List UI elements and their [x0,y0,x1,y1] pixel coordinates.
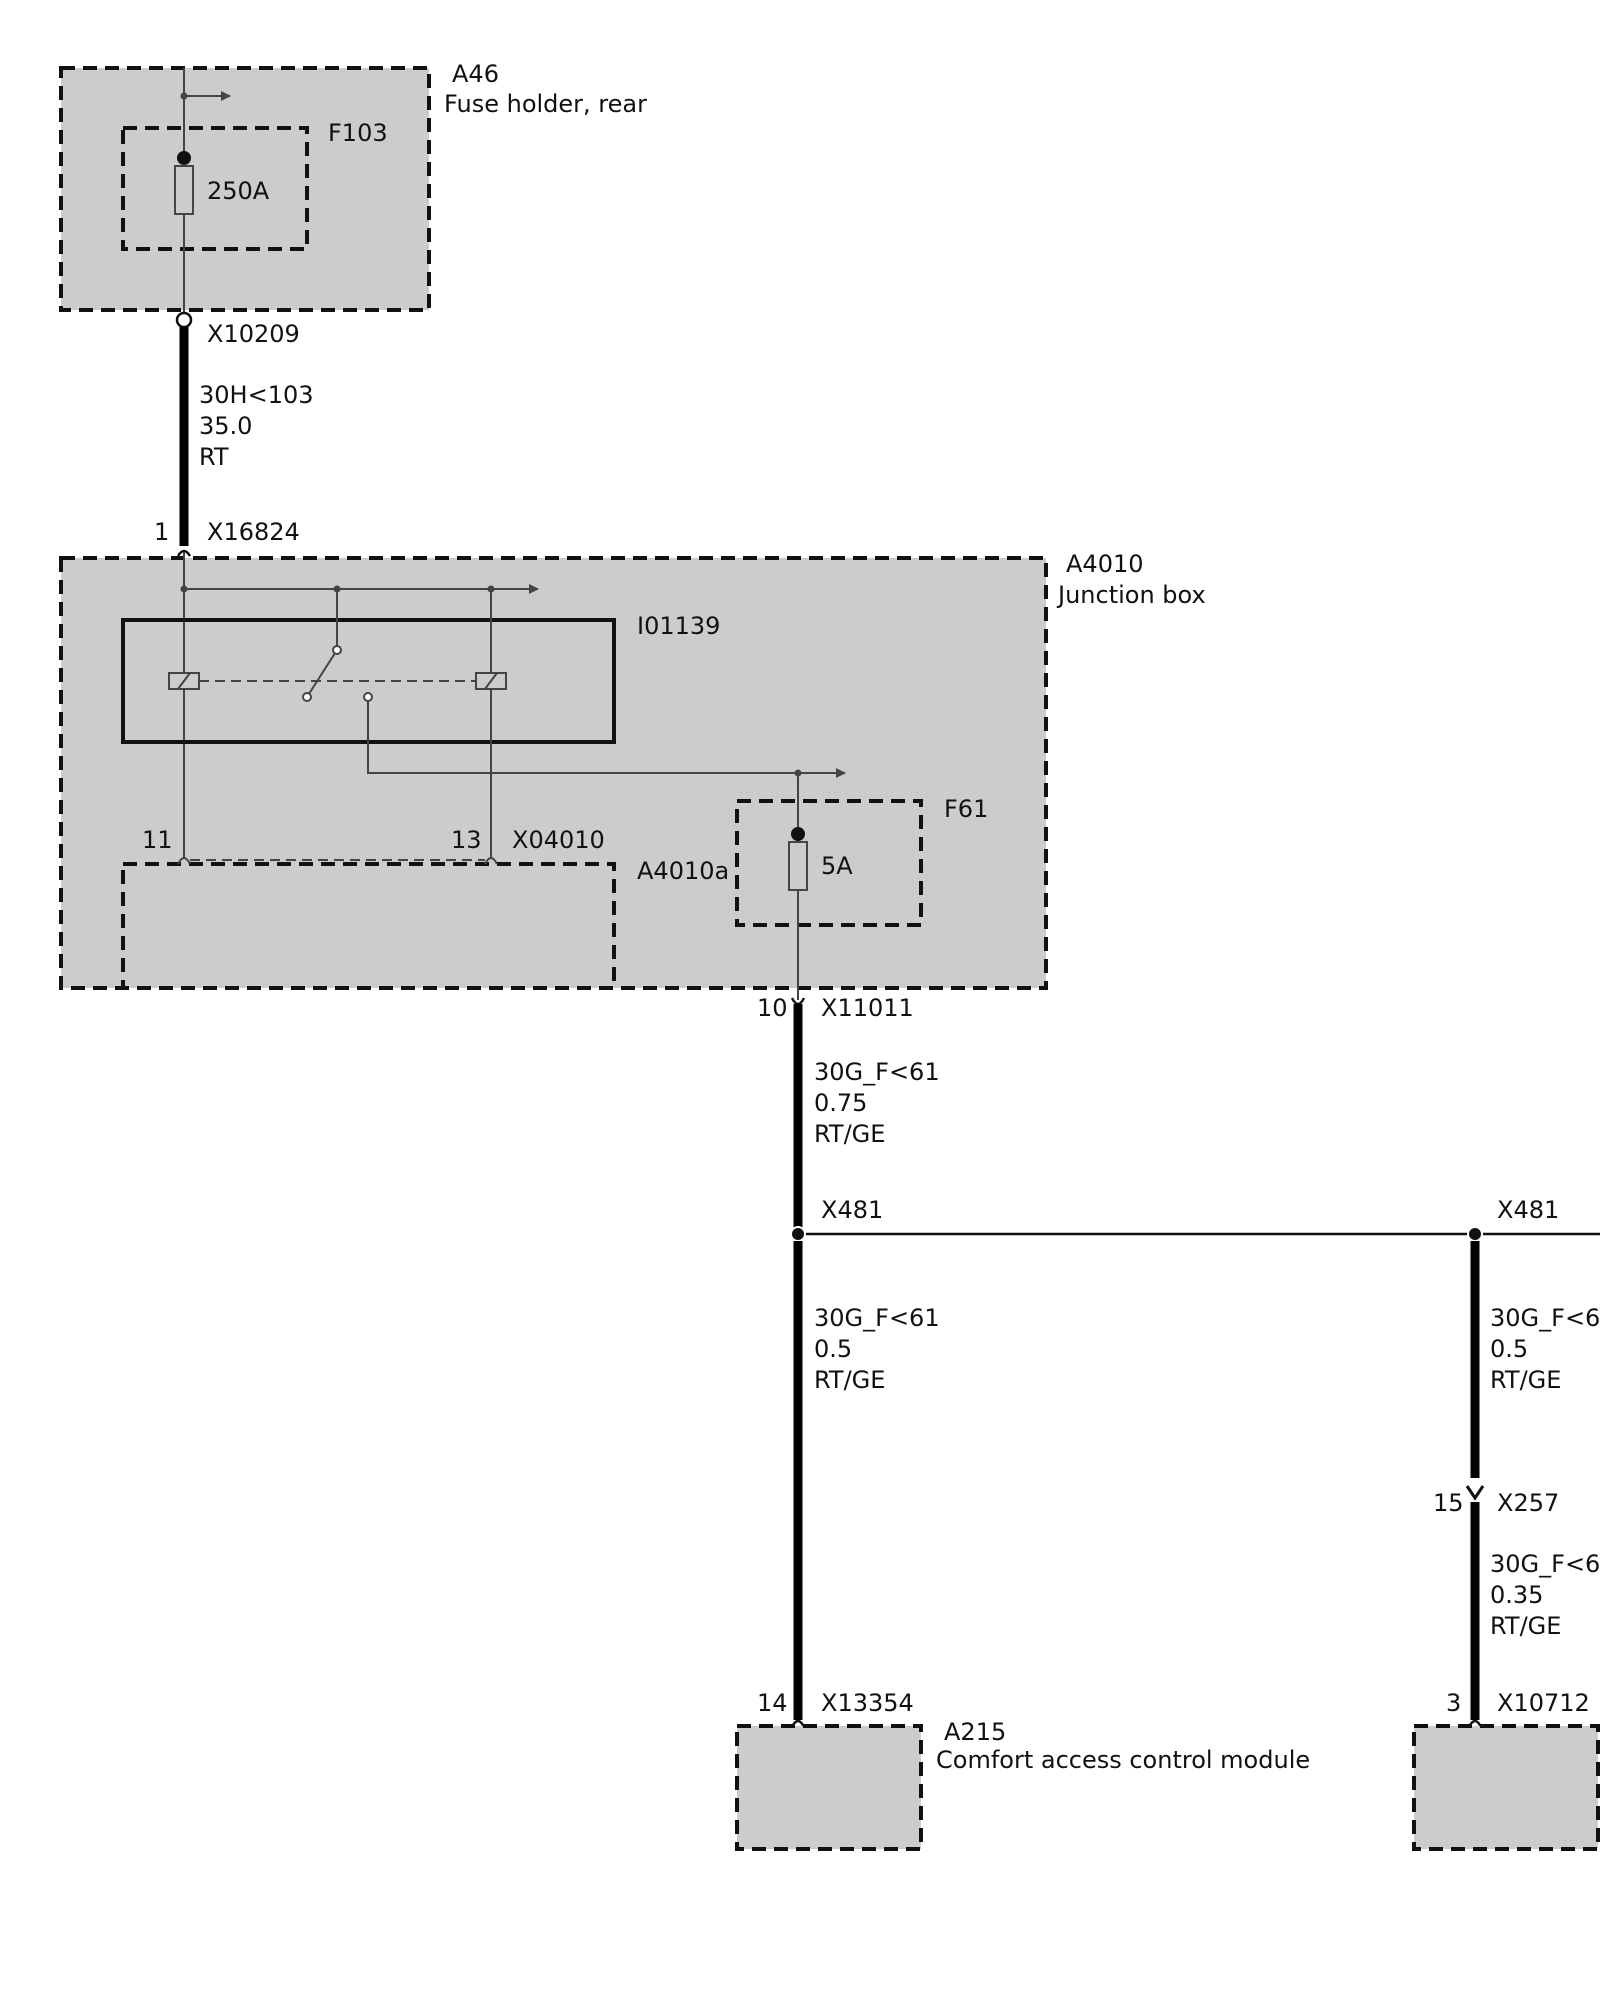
x481-right-splice-node [1467,1226,1483,1242]
x481-left-id-label: X481 [821,1196,883,1224]
x13354-pin-label: 14 [757,1689,788,1717]
x16824-connector-icon [176,549,192,557]
f103-id-label: F103 [328,119,388,147]
x16824-id-label: X16824 [207,518,300,546]
bus-node-1 [180,585,188,593]
w1-signal-label: 30H<103 [199,381,314,409]
x10209-connector-icon [175,311,193,329]
f61-fuse-icon [788,841,808,891]
f103-rating-label: 250A [207,177,270,205]
x10712-pin-label: 3 [1446,1689,1461,1717]
a46-id-label: A46 [452,60,499,88]
x13354-id-label: X13354 [821,1689,914,1717]
w2-size-label: 0.75 [814,1089,867,1117]
w3-signal-label: 30G_F<61 [814,1304,940,1332]
f61-id-label: F61 [944,795,988,823]
x04010-pin13-socket [484,857,498,865]
w3-color-label: RT/GE [814,1366,885,1394]
x10209-id-label: X10209 [207,320,300,348]
w2-color-label: RT/GE [814,1120,885,1148]
x16824-pin-label: 1 [154,518,169,546]
x257-connector-icon [1465,1485,1485,1501]
relay-contact-blade-end [302,692,312,702]
x04010-pin-a-label: 11 [142,826,173,854]
f103-fuse-box [121,126,309,251]
a215-id-label: A215 [944,1718,1006,1746]
relay-coil-right-slash [484,672,498,690]
f61-rating-label: 5A [821,852,853,880]
w4-size-label: 0.5 [1490,1335,1528,1363]
x481-left-splice-node [790,1226,806,1242]
a46-branch-node [180,92,188,100]
right-module-box [1412,1724,1600,1851]
f103-fuse-top-node [177,151,191,165]
relay-output-wire [367,701,840,774]
x481-right-id-label: X481 [1497,1196,1559,1224]
w1-size-label: 35.0 [199,412,252,440]
a4010-id-label: A4010 [1066,550,1144,578]
x10712-id-label: X10712 [1497,1689,1590,1717]
relay-coil-left-slash [177,672,191,690]
w2-signal-label: 30G_F<61 [814,1058,940,1086]
w3-size-label: 0.5 [814,1335,852,1363]
f61-fuse-top-node [791,827,805,841]
a4010a-module-box [121,862,616,990]
f61-fuse-box [735,799,923,927]
w4-signal-label: 30G_F<61 [1490,1304,1600,1332]
relay-contact-top [332,645,342,655]
w5-size-label: 0.35 [1490,1581,1543,1609]
a215-module-box [735,1724,923,1851]
w5-color-label: RT/GE [1490,1612,1561,1640]
relay-switch-blade [306,649,338,698]
relay-contact-out [363,692,373,702]
x04010-pin11-socket [177,857,191,865]
x11011-pin-label: 10 [757,994,788,1022]
a46-name-label: Fuse holder, rear [444,90,647,118]
f103-fuse-icon [174,165,194,215]
x257-id-label: X257 [1497,1489,1559,1517]
x257-pin-label: 15 [1433,1489,1464,1517]
w4-color-label: RT/GE [1490,1366,1561,1394]
a215-name-label: Comfort access control module [936,1746,1310,1774]
x04010-id-label: X04010 [512,826,605,854]
w1-color-label: RT [199,443,229,471]
x11011-id-label: X11011 [821,994,914,1022]
i01139-id-label: I01139 [637,612,720,640]
a4010a-id-label: A4010a [637,857,729,885]
a4010-name-label: Junction box [1056,581,1206,609]
x04010-pin-b-label: 13 [451,826,482,854]
w5-signal-label: 30G_F<61 [1490,1550,1600,1578]
